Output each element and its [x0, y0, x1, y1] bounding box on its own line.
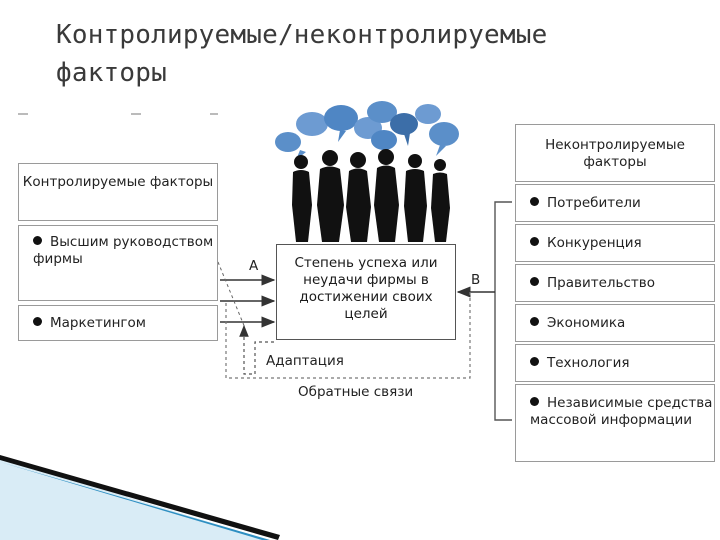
bullet-icon: [530, 317, 539, 326]
controllable-item-marketing: Маркетингом: [18, 305, 218, 341]
label-feedback: Обратные связи: [298, 384, 414, 400]
people-silhouettes-icon: [292, 149, 450, 242]
uncontrollable-item-label: Независимые средства массовой информации: [530, 395, 713, 428]
uncontrollable-item-competition: Конкуренция: [515, 224, 715, 262]
slide-title-line1: Контролируемые/неконтролируемые: [56, 20, 548, 50]
controllable-header: Контролируемые факторы: [18, 163, 218, 221]
center-outcome-label: Степень успеха или неудачи фирмы в дости…: [294, 255, 438, 322]
uncontrollable-item-label: Экономика: [547, 315, 626, 331]
uncontrollable-item-label: Технология: [547, 355, 630, 371]
label-adaptation: Адаптация: [266, 353, 344, 369]
uncontrollable-item-label: Конкуренция: [547, 235, 642, 251]
controllable-item-label: Высшим руководством фирмы: [33, 234, 214, 267]
label-a: А: [249, 258, 259, 274]
bullet-icon: [530, 397, 539, 406]
speech-bubbles-icon: [275, 101, 459, 160]
controllable-item-top-management: Высшим руководством фирмы: [18, 225, 218, 301]
controllable-item-label: Маркетингом: [50, 315, 146, 331]
bullet-icon: [530, 357, 539, 366]
bracket-uncontrollable: [494, 201, 512, 421]
uncontrollable-item-media: Независимые средства массовой информации: [515, 384, 715, 462]
decor-swoosh-blue: [0, 462, 270, 540]
bullet-icon: [530, 197, 539, 206]
label-b: В: [471, 272, 481, 288]
uncontrollable-header: Неконтролируемые факторы: [515, 124, 715, 182]
slide-title: Контролируемые/неконтролируемые факторы: [56, 16, 676, 92]
uncontrollable-item-label: Правительство: [547, 275, 655, 291]
feedback-loop: [225, 292, 471, 379]
bullet-icon: [33, 236, 42, 245]
adaptation-line: [239, 324, 274, 375]
uncontrollable-item-consumers: Потребители: [515, 184, 715, 222]
dashed-connector: [217, 261, 246, 329]
controllable-header-label: Контролируемые факторы: [22, 174, 214, 190]
bullet-icon: [33, 317, 42, 326]
uncontrollable-header-label: Неконтролируемые факторы: [545, 137, 685, 170]
bullet-icon: [530, 277, 539, 286]
uncontrollable-item-label: Потребители: [547, 195, 641, 211]
uncontrollable-item-technology: Технология: [515, 344, 715, 382]
uncontrollable-item-government: Правительство: [515, 264, 715, 302]
center-outcome-box: Степень успеха или неудачи фирмы в дости…: [276, 244, 456, 340]
uncontrollable-item-economy: Экономика: [515, 304, 715, 342]
bullet-icon: [530, 237, 539, 246]
decor-swoosh-dark: [0, 455, 280, 540]
slide-title-line2: факторы: [56, 58, 167, 88]
